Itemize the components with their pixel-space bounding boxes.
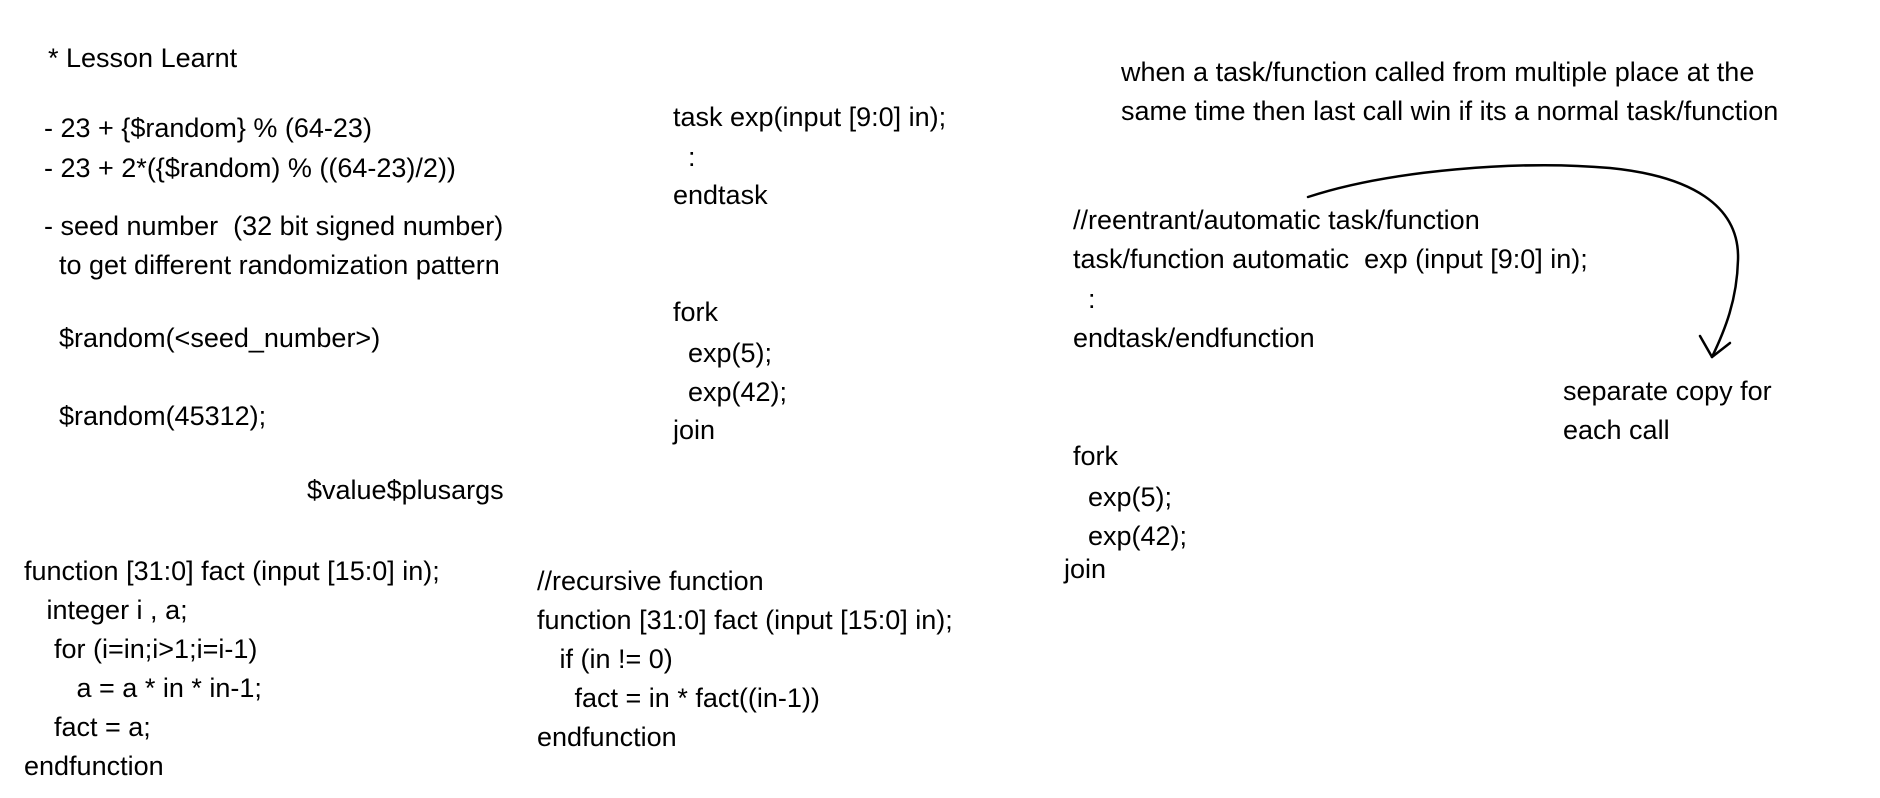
automatic-example-line: //reentrant/automatic task/function: [1073, 205, 1480, 235]
recursive-function-line: //recursive function: [537, 566, 764, 596]
fact-function-line: fact = a;: [24, 712, 151, 742]
task-example-line: task exp(input [9:0] in);: [673, 102, 947, 132]
task-example-line: endtask: [673, 180, 768, 210]
task-example-line: :: [673, 142, 696, 172]
seed-note-line-2: to get different randomization pattern: [44, 250, 500, 280]
fork-example-2-line: fork: [1073, 441, 1119, 471]
fact-function-line: integer i , a;: [24, 595, 188, 625]
fact-function-line: endfunction: [24, 751, 164, 781]
random-expression-1: - 23 + {$random} % (64-23): [44, 113, 372, 143]
automatic-example-line: task/function automatic exp (input [9:0]…: [1073, 244, 1588, 274]
random-seed-call: $random(<seed_number>): [59, 323, 381, 353]
recursive-function-line: if (in != 0): [537, 644, 673, 674]
fork-example-line: join: [673, 415, 716, 445]
multiple-calls-note-line-2: same time then last call win if its a no…: [1121, 96, 1779, 126]
multiple-calls-note-line-1: when a task/function called from multipl…: [1121, 57, 1755, 87]
fact-function-line: function [31:0] fact (input [15:0] in);: [24, 556, 440, 586]
seed-note-line-1: - seed number (32 bit signed number): [44, 211, 504, 241]
fact-function-line: for (i=in;i>1;i=i-1): [24, 634, 258, 664]
fact-function-line: a = a * in * in-1;: [24, 673, 262, 703]
random-seed-example: $random(45312);: [59, 401, 267, 431]
recursive-function-line: endfunction: [537, 722, 677, 752]
separate-copy-note-line-2: each call: [1563, 415, 1670, 445]
recursive-function-line: fact = in * fact((in-1)): [537, 683, 820, 713]
separate-copy-note-line-1: separate copy for: [1563, 376, 1772, 406]
lesson-title: * Lesson Learnt: [48, 43, 238, 73]
automatic-example-line: endtask/endfunction: [1073, 323, 1315, 353]
fork-example-line: exp(5);: [673, 338, 773, 368]
fork-example-2-line: exp(5);: [1073, 482, 1173, 512]
fork-example-2-line: join: [1064, 554, 1107, 584]
automatic-example-line: :: [1073, 284, 1096, 314]
random-expression-2: - 23 + 2*({$random) % ((64-23)/2)): [44, 153, 456, 183]
fork-example-2-line: exp(42);: [1073, 521, 1188, 551]
recursive-function-line: function [31:0] fact (input [15:0] in);: [537, 605, 953, 635]
plusargs-note: $value$plusargs: [307, 475, 504, 505]
fork-example-line: exp(42);: [673, 377, 788, 407]
fork-example-line: fork: [673, 297, 719, 327]
